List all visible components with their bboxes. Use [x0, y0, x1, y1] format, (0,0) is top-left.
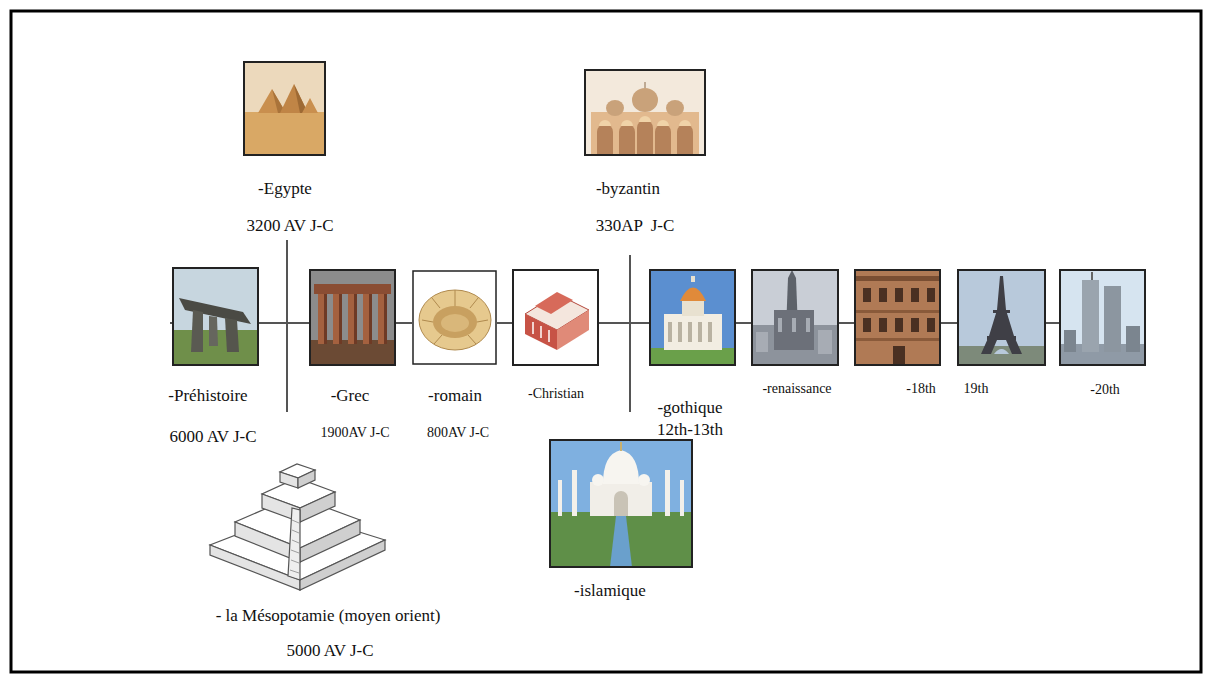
cathedral-picture: [650, 270, 735, 365]
basilica-section-picture: [513, 270, 598, 365]
eiffel-tower-picture: [958, 270, 1045, 365]
period-label: -18th: [906, 381, 936, 397]
twin-towers-picture: [1060, 270, 1145, 365]
palazzo-picture: [855, 270, 940, 365]
date-label: 6000 AV J-C: [169, 427, 256, 447]
ziggurat-drawing: [210, 464, 385, 590]
colosseum-picture: [412, 270, 497, 365]
period-label: -Préhistoire: [168, 386, 247, 406]
period-label: -Egypte: [258, 179, 312, 199]
greek-temple-picture: [310, 270, 395, 365]
period-label: -romain: [428, 386, 482, 406]
period-label: -byzantin: [596, 179, 660, 199]
date-label: 5000 AV J-C: [286, 641, 373, 661]
city-cathedral-picture: [752, 270, 838, 365]
date-label: 12th-13th: [657, 420, 723, 440]
date-label: 3200 AV J-C: [246, 216, 333, 236]
period-label: -Christian: [528, 386, 584, 402]
outer-frame: [11, 11, 1201, 672]
period-label: - la Mésopotamie (moyen orient): [216, 606, 441, 626]
period-label: -20th: [1090, 382, 1120, 398]
date-label: 330AP J-C: [596, 216, 675, 236]
dolmen-picture: [173, 268, 258, 365]
date-label: 19th: [964, 381, 989, 397]
period-label: -renaissance: [762, 381, 831, 397]
period-label: -islamique: [574, 581, 646, 601]
period-label: -gothique: [657, 398, 722, 418]
date-label: 1900AV J-C: [320, 425, 389, 441]
date-label: 800AV J-C: [427, 425, 489, 441]
pyramids-picture: [244, 62, 325, 155]
period-label: -Grec: [331, 386, 370, 406]
timeline-lines: [170, 240, 1110, 412]
taj-mahal-picture: [550, 440, 692, 567]
basilica-picture: [585, 70, 705, 155]
